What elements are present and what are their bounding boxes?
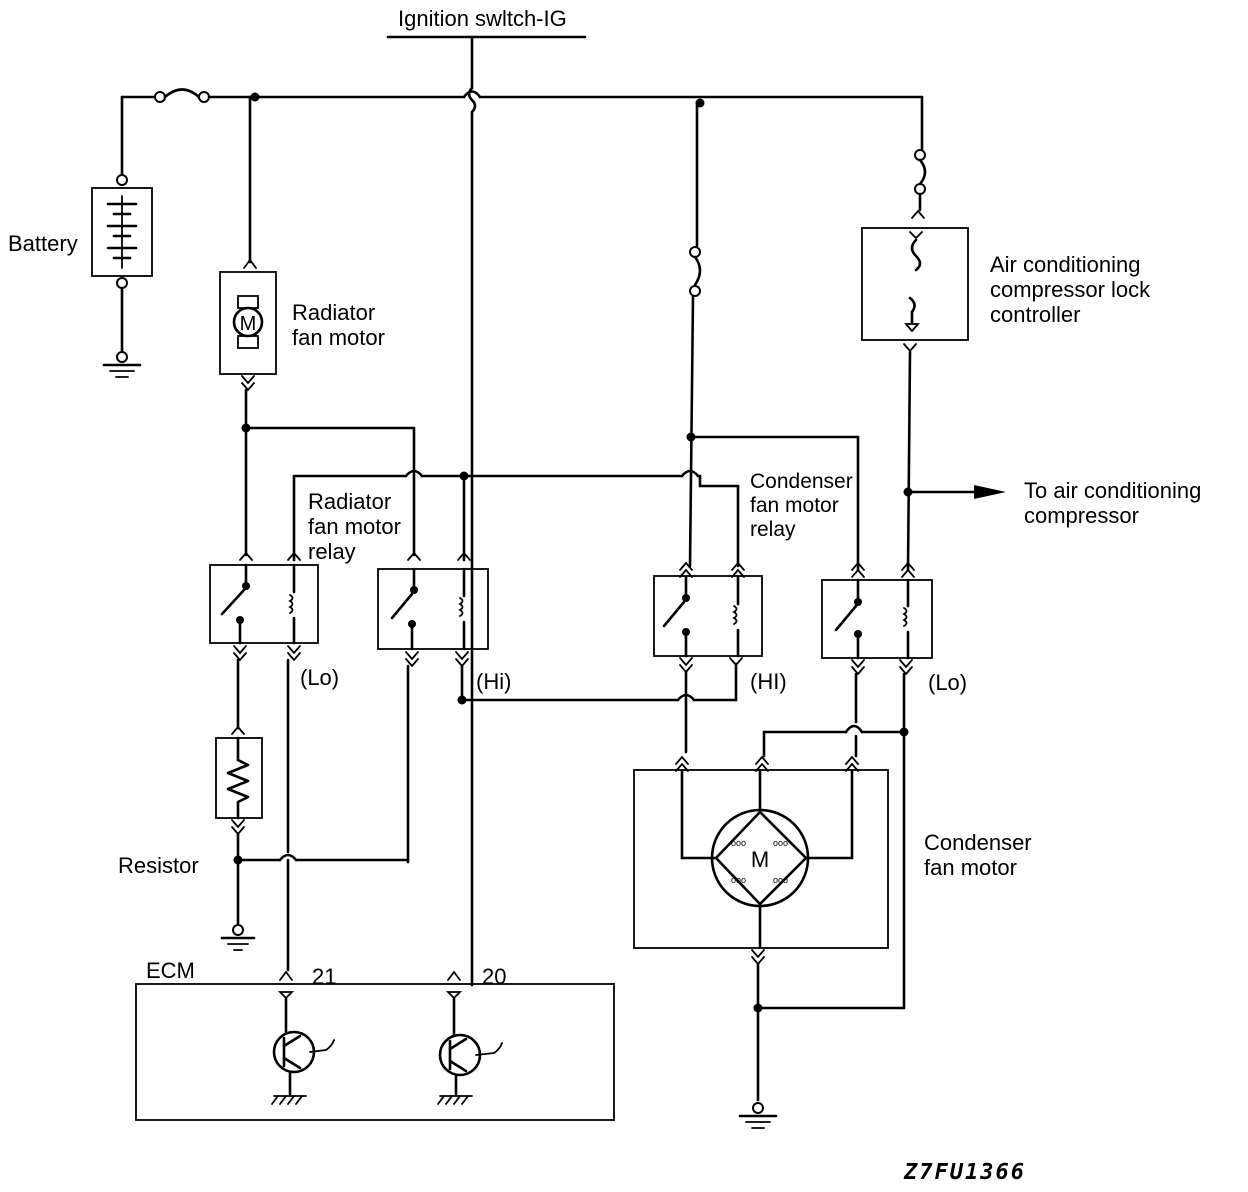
- battery-bus: [120, 88, 924, 185]
- ignition-switch-label: Ignition swltch-IG: [398, 6, 567, 31]
- ac-lock-controller-label: Air conditioning compressor lock control…: [990, 252, 1151, 327]
- radiator-relay-hi: [377, 551, 489, 864]
- battery-label: Battery: [8, 231, 78, 256]
- ecm-pin-21: 21: [312, 964, 337, 989]
- to-ac-compressor-label: To air conditioning compressor: [1024, 478, 1202, 528]
- condenser-motor-glyph: M: [751, 847, 769, 872]
- radiator-fan-motor: M: [219, 95, 416, 557]
- hi-link: [457, 662, 738, 705]
- ecm-pin-20: 20: [482, 964, 507, 989]
- coil-feed-rail: [292, 469, 740, 568]
- battery-symbol: [91, 174, 153, 378]
- condenser-relay-hi: [653, 561, 763, 754]
- radiator-relay-lo: [209, 551, 319, 854]
- lo-right-label: (Lo): [928, 670, 968, 695]
- field-winding-3: ooo: [731, 875, 746, 885]
- condenser-relay-label: Condenser fan motor relay: [750, 470, 853, 541]
- ignition-switch-line: [386, 35, 587, 987]
- ecm-block: [135, 858, 615, 1121]
- condenser-relay-lo: [821, 561, 933, 1010]
- condenser-fan-motor: ooo ooo ooo ooo M: [633, 724, 909, 1129]
- field-winding-2: ooo: [773, 838, 788, 848]
- ecm-label: ECM: [146, 958, 195, 983]
- radiator-fan-motor-label: Radiator fan motor: [292, 300, 385, 350]
- hi-left-label: (Hi): [476, 669, 512, 694]
- resistor-label: Resistor: [118, 853, 199, 878]
- condenser-feed: [686, 101, 860, 572]
- hi-right-label: (HI): [750, 669, 787, 694]
- ac-lock-controller: [861, 149, 1006, 572]
- figure-code: Z7FU1366: [904, 1160, 1026, 1185]
- radiator-relay-label: Radiator fan motor relay: [308, 489, 401, 564]
- field-winding-1: ooo: [731, 838, 746, 848]
- field-winding-4: ooo: [773, 875, 788, 885]
- radiator-motor-glyph: M: [240, 313, 257, 335]
- condenser-fan-motor-label: Condenser fan motor: [924, 830, 1032, 880]
- resistor: [215, 725, 410, 951]
- lo-left-label: (Lo): [300, 665, 340, 690]
